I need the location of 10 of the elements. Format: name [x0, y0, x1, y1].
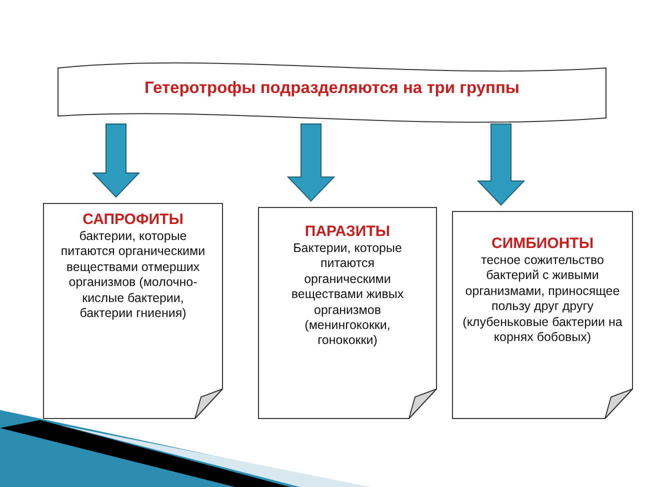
- group-heading: САПРОФИТЫ: [82, 211, 184, 229]
- group-description: бактерии, которые питаются органическими веществами отмерших организмов (молочно-кислые бактерии, бактерии гниения): [60, 229, 206, 322]
- block-arrow: [476, 124, 526, 206]
- block-arrow: [286, 124, 336, 202]
- group-description: Бактерии, которые питаются органическими веществами живых организмов (менингококки, гонококки): [290, 241, 405, 349]
- group-description: тесное сожительство бактерий с живыми организмами, приносящее пользу друг другу (клубеньковые бактерии на корнях бобовых): [462, 253, 624, 346]
- block-arrow: [92, 124, 140, 198]
- group-heading: СИМБИОНТЫ: [490, 235, 595, 253]
- group-heading: ПАРАЗИТЫ: [304, 223, 392, 241]
- banner-title: Гетеротрофы подразделяются на три группы: [143, 79, 521, 98]
